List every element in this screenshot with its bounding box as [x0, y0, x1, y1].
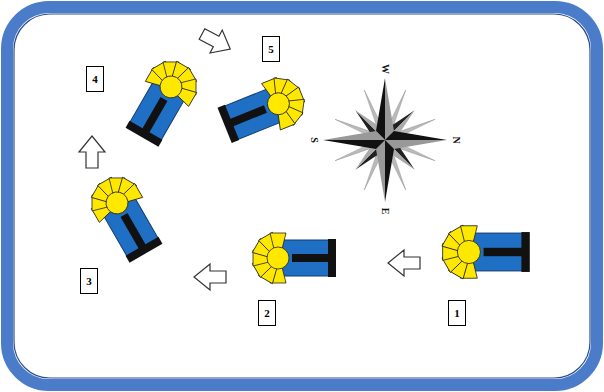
callout-number: 1	[454, 308, 460, 319]
robot	[82, 168, 168, 266]
callout-box: 2	[258, 300, 276, 326]
callout-number: 2	[264, 308, 270, 319]
callout-number: 3	[86, 276, 92, 287]
robot	[120, 52, 206, 150]
frame	[7, 7, 597, 385]
callout-number: 4	[92, 74, 98, 85]
robot	[442, 225, 530, 279]
robot	[215, 70, 312, 149]
callout-number: 5	[268, 44, 274, 55]
callout-box: 5	[262, 36, 280, 62]
move-arrow	[196, 23, 236, 61]
move-arrow	[388, 250, 420, 276]
compass-rose	[323, 78, 447, 202]
compass-letter: S	[309, 137, 319, 143]
callout-box: 1	[448, 300, 466, 326]
compass-letter: W	[380, 64, 390, 74]
callout-box: 4	[86, 66, 104, 92]
move-arrow	[79, 136, 105, 168]
robot	[252, 232, 336, 283]
move-arrow	[194, 264, 226, 290]
compass-letter: N	[451, 136, 461, 143]
callout-box: 3	[80, 268, 98, 294]
compass-letter: E	[380, 208, 390, 215]
